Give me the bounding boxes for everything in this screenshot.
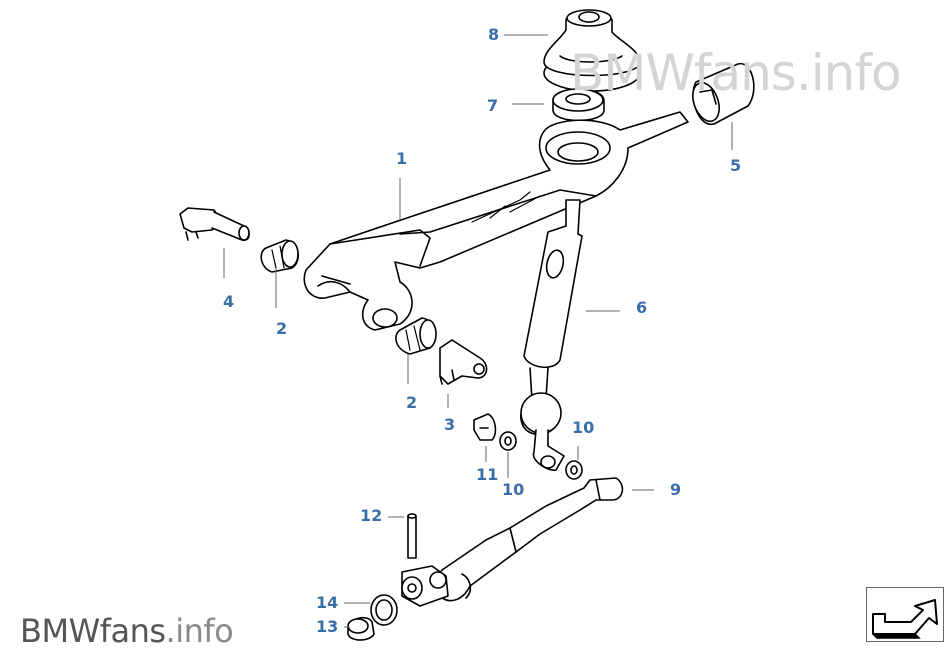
callout-10-b[interactable]: 10 [502,480,525,499]
coupling-joint [401,565,449,607]
callout-11[interactable]: 11 [476,465,499,484]
part-14-circlip [370,594,398,626]
part-13-bushing [347,616,375,641]
callout-8[interactable]: 8 [488,25,500,44]
part-3-bracket [439,339,488,385]
watermark-top: BMWfans.info [570,44,902,102]
callout-12[interactable]: 12 [360,506,383,525]
watermark-bottom: BMWfans.info [20,612,234,650]
part-12-pin [407,515,417,559]
callout-7[interactable]: 7 [487,96,499,115]
part-7-bushing [552,88,605,122]
watermark-top-main: BMWfans [570,44,797,102]
watermark-top-suffix: .info [795,44,902,102]
watermark-bottom-suffix: .info [165,612,234,650]
callout-3[interactable]: 3 [444,415,456,434]
part-1-shift-housing [303,111,689,331]
part-2-bearing-a [260,239,299,273]
callout-2-b[interactable]: 2 [406,393,418,412]
callout-2-a[interactable]: 2 [276,319,288,338]
part-8-rubber-boot [543,9,641,92]
nav-return-button[interactable] [866,587,944,642]
callout-10-a[interactable]: 10 [572,418,595,437]
callout-1[interactable]: 1 [396,149,408,168]
callout-14[interactable]: 14 [316,593,339,612]
callout-6[interactable]: 6 [636,298,648,317]
part-5-sleeve [692,63,755,125]
callout-5[interactable]: 5 [730,156,742,175]
callout-4[interactable]: 4 [223,292,235,311]
part-11-clip [473,413,497,441]
callout-13[interactable]: 13 [316,617,339,636]
leader-lines [223,34,733,628]
callout-9[interactable]: 9 [670,480,682,499]
part-6-shift-lever [520,199,583,471]
part-2-bearing-b [395,317,437,355]
part-9-selector-rod [431,477,624,602]
part-4-bracket-pin [179,207,250,242]
arrow-return-icon [872,599,938,639]
watermark-bottom-main: BMWfans [20,612,166,650]
